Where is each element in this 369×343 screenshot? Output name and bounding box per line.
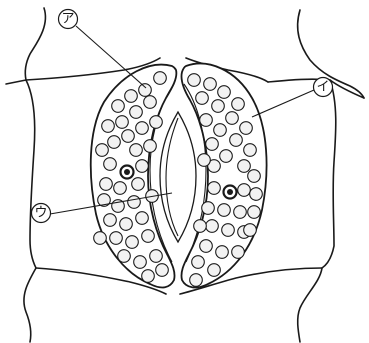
left-chloroplast xyxy=(96,144,109,157)
left-chloroplast xyxy=(134,256,147,269)
right-chloroplast xyxy=(200,240,213,253)
nucleus-left-core xyxy=(124,169,130,175)
left-chloroplast xyxy=(120,218,133,231)
left-chloroplast xyxy=(102,120,115,133)
stomatal-pore xyxy=(160,112,196,242)
wall-left-cell-inner xyxy=(6,80,26,84)
left-chloroplast xyxy=(154,72,167,85)
nucleus-left xyxy=(121,166,134,179)
right-chloroplast xyxy=(196,92,209,105)
left-chloroplast xyxy=(118,250,131,263)
left-chloroplast xyxy=(125,90,138,103)
left-chloroplast xyxy=(110,232,123,245)
label-i-marker: イ xyxy=(314,78,333,97)
right-chloroplast xyxy=(212,100,225,113)
right-chloroplast xyxy=(202,202,215,215)
label-u-marker: ウ xyxy=(32,204,51,223)
right-chloroplast xyxy=(232,246,245,259)
right-chloroplast xyxy=(208,182,221,195)
right-chloroplast xyxy=(232,98,245,111)
left-chloroplast xyxy=(142,230,155,243)
left-chloroplast xyxy=(122,130,135,143)
wall-bottom-right xyxy=(298,268,322,342)
left-chloroplast xyxy=(108,136,121,149)
left-chloroplast xyxy=(142,270,155,283)
leader-line-i xyxy=(252,90,314,117)
right-chloroplast xyxy=(234,206,247,219)
right-chloroplast xyxy=(240,122,253,135)
label-a-marker: ア xyxy=(59,10,78,29)
wall-right-edge xyxy=(330,80,364,98)
right-chloroplast xyxy=(238,160,251,173)
left-chloroplast xyxy=(136,160,149,173)
right-chloroplast xyxy=(204,78,217,91)
right-chloroplast xyxy=(222,224,235,237)
wall-top-left xyxy=(25,8,45,80)
left-chloroplast xyxy=(136,212,149,225)
left-chloroplast xyxy=(126,236,139,249)
label-a-text: ア xyxy=(61,12,74,27)
right-chloroplast xyxy=(220,150,233,163)
label-u-text: ウ xyxy=(34,206,47,221)
right-chloroplast xyxy=(188,74,201,87)
left-chloroplast xyxy=(104,214,117,227)
right-chloroplast xyxy=(226,112,239,125)
right-chloroplast xyxy=(250,188,263,201)
left-chloroplast xyxy=(144,96,157,109)
right-chloroplast xyxy=(248,206,261,219)
left-chloroplast xyxy=(94,232,107,245)
wall-bottom-left xyxy=(24,268,36,342)
wall-right-cell xyxy=(268,79,336,268)
nucleus-right xyxy=(224,186,237,199)
left-chloroplast xyxy=(130,144,143,157)
left-chloroplast xyxy=(150,116,163,129)
right-chloroplast xyxy=(244,144,257,157)
left-chloroplast xyxy=(144,140,157,153)
right-chloroplast xyxy=(218,86,231,99)
left-chloroplast xyxy=(150,250,163,263)
left-chloroplast xyxy=(112,100,125,113)
right-chloroplast xyxy=(218,204,231,217)
left-chloroplast xyxy=(130,106,143,119)
right-chloroplast xyxy=(198,154,211,167)
right-chloroplast xyxy=(216,246,229,259)
nucleus-right-core xyxy=(227,189,233,195)
right-chloroplast xyxy=(206,220,219,233)
left-chloroplast xyxy=(139,84,152,97)
right-chloroplast xyxy=(248,170,261,183)
right-chloroplast xyxy=(208,264,221,277)
right-chloroplast xyxy=(190,274,203,287)
left-chloroplast xyxy=(100,178,113,191)
left-chloroplast xyxy=(116,116,129,129)
right-chloroplast xyxy=(214,124,227,137)
right-chloroplast xyxy=(192,256,205,269)
right-chloroplast xyxy=(194,220,207,233)
right-chloroplast xyxy=(244,224,257,237)
left-chloroplast xyxy=(156,264,169,277)
label-i-text: イ xyxy=(316,80,329,95)
right-chloroplast xyxy=(238,184,251,197)
left-chloroplast xyxy=(114,182,127,195)
wall-left-cell xyxy=(26,80,36,268)
left-chloroplast xyxy=(132,178,145,191)
right-chloroplast xyxy=(200,114,213,127)
left-chloroplast xyxy=(128,196,141,209)
right-chloroplast xyxy=(230,134,243,147)
leader-line-a xyxy=(76,26,146,88)
left-chloroplast xyxy=(104,158,117,171)
right-chloroplast xyxy=(206,138,219,151)
left-chloroplast xyxy=(136,122,149,135)
